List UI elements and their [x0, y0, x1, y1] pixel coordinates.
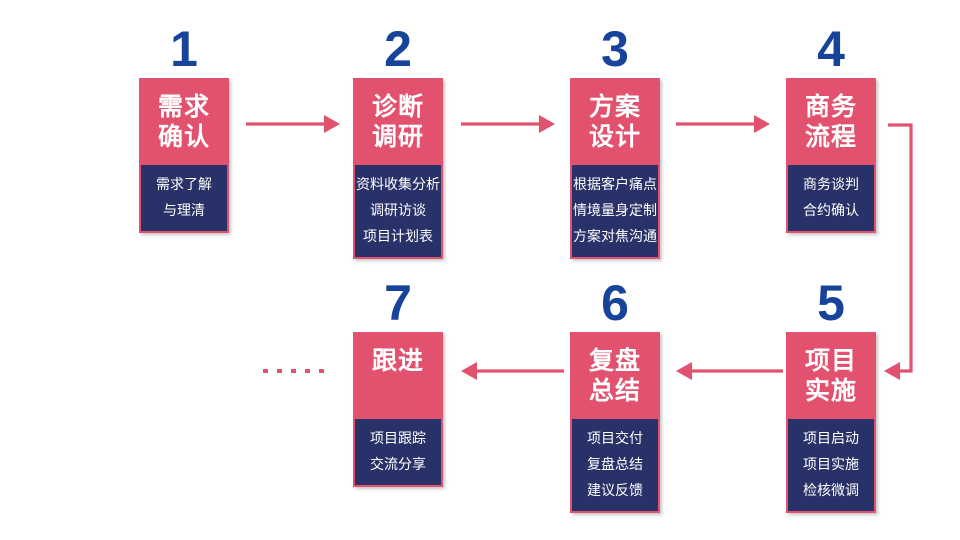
step-title-line: 确认 — [157, 123, 210, 151]
step-title-line: 需求 — [157, 93, 210, 121]
step-title-line: 总结 — [588, 377, 641, 405]
step-detail-item: 建议反馈 — [587, 482, 643, 498]
step-3: 3 方案 设计 根据客户痛点 情境量身定制 方案对焦沟通 — [570, 22, 660, 259]
step-title-line: 方案 — [588, 93, 641, 121]
step-7: 7 跟进 项目跟踪 交流分享 — [353, 276, 443, 487]
step-detail-item: 检核微调 — [803, 482, 859, 498]
step-number: 1 — [170, 21, 198, 77]
step-detail-item: 项目交付 — [587, 430, 643, 446]
step-title: 复盘 总结 — [572, 334, 658, 419]
step-details: 项目启动 项目实施 检核微调 — [788, 419, 874, 511]
step-details: 资料收集分析 调研访谈 项目计划表 — [355, 165, 441, 257]
step-title-line: 流程 — [804, 123, 857, 151]
step-number: 5 — [817, 275, 845, 331]
step-detail-item: 项目实施 — [803, 456, 859, 472]
step-title: 跟进 — [355, 334, 441, 419]
step-title-line: 诊断 — [371, 93, 424, 121]
step-detail-item: 情境量身定制 — [573, 202, 657, 218]
step-6: 6 复盘 总结 项目交付 复盘总结 建议反馈 — [570, 276, 660, 513]
step-details: 商务谈判 合约确认 — [788, 165, 874, 231]
arrow-2-3-icon — [461, 115, 555, 133]
step-number: 7 — [384, 275, 412, 331]
elbow-arrow-4-5-icon — [884, 123, 913, 380]
step-detail-item: 资料收集分析 — [356, 176, 440, 192]
step-2: 2 诊断 调研 资料收集分析 调研访谈 项目计划表 — [353, 22, 443, 259]
step-title: 方案 设计 — [572, 80, 658, 165]
step-detail-item: 与理清 — [163, 202, 205, 218]
step-box: 诊断 调研 资料收集分析 调研访谈 项目计划表 — [353, 78, 443, 259]
step-details: 需求了解 与理清 — [141, 165, 227, 231]
step-detail-item: 项目计划表 — [363, 228, 433, 244]
step-number: 2 — [384, 21, 412, 77]
arrow-3-4-icon — [676, 115, 770, 133]
step-box: 跟进 项目跟踪 交流分享 — [353, 332, 443, 487]
step-title-line: 复盘 — [588, 347, 641, 375]
step-details: 项目跟踪 交流分享 — [355, 419, 441, 485]
step-box: 复盘 总结 项目交付 复盘总结 建议反馈 — [570, 332, 660, 513]
step-title: 需求 确认 — [141, 80, 227, 165]
arrow-1-2-icon — [246, 115, 340, 133]
step-detail-item: 项目启动 — [803, 430, 859, 446]
step-title-line: 跟进 — [371, 347, 424, 375]
step-title: 项目 实施 — [788, 334, 874, 419]
step-title-line: 项目 — [804, 347, 857, 375]
step-number: 6 — [601, 275, 629, 331]
step-detail-item: 项目跟踪 — [370, 430, 426, 446]
step-detail-item: 调研访谈 — [370, 202, 426, 218]
step-number: 4 — [817, 21, 845, 77]
step-detail-item: 根据客户痛点 — [573, 176, 657, 192]
step-number: 3 — [601, 21, 629, 77]
step-title: 诊断 调研 — [355, 80, 441, 165]
step-box: 项目 实施 项目启动 项目实施 检核微调 — [786, 332, 876, 513]
step-details: 项目交付 复盘总结 建议反馈 — [572, 419, 658, 511]
continuation-dots — [263, 369, 333, 373]
step-4: 4 商务 流程 商务谈判 合约确认 — [786, 22, 876, 233]
step-title: 商务 流程 — [788, 80, 874, 165]
step-detail-item: 商务谈判 — [803, 176, 859, 192]
step-detail-item: 合约确认 — [803, 202, 859, 218]
step-box: 商务 流程 商务谈判 合约确认 — [786, 78, 876, 233]
step-detail-item: 方案对焦沟通 — [573, 228, 657, 244]
step-title-line: 设计 — [588, 123, 641, 151]
step-1: 1 需求 确认 需求了解 与理清 — [139, 22, 229, 233]
step-title-line: 实施 — [804, 377, 857, 405]
step-5: 5 项目 实施 项目启动 项目实施 检核微调 — [786, 276, 876, 513]
step-box: 需求 确认 需求了解 与理清 — [139, 78, 229, 233]
step-details: 根据客户痛点 情境量身定制 方案对焦沟通 — [572, 165, 658, 257]
step-box: 方案 设计 根据客户痛点 情境量身定制 方案对焦沟通 — [570, 78, 660, 259]
arrow-6-7-icon — [461, 362, 564, 380]
step-title-line: 商务 — [804, 93, 857, 121]
step-title-line: 调研 — [371, 123, 424, 151]
arrow-5-6-icon — [676, 362, 783, 380]
step-detail-item: 交流分享 — [370, 456, 426, 472]
step-detail-item: 需求了解 — [156, 176, 212, 192]
step-detail-item: 复盘总结 — [587, 456, 643, 472]
